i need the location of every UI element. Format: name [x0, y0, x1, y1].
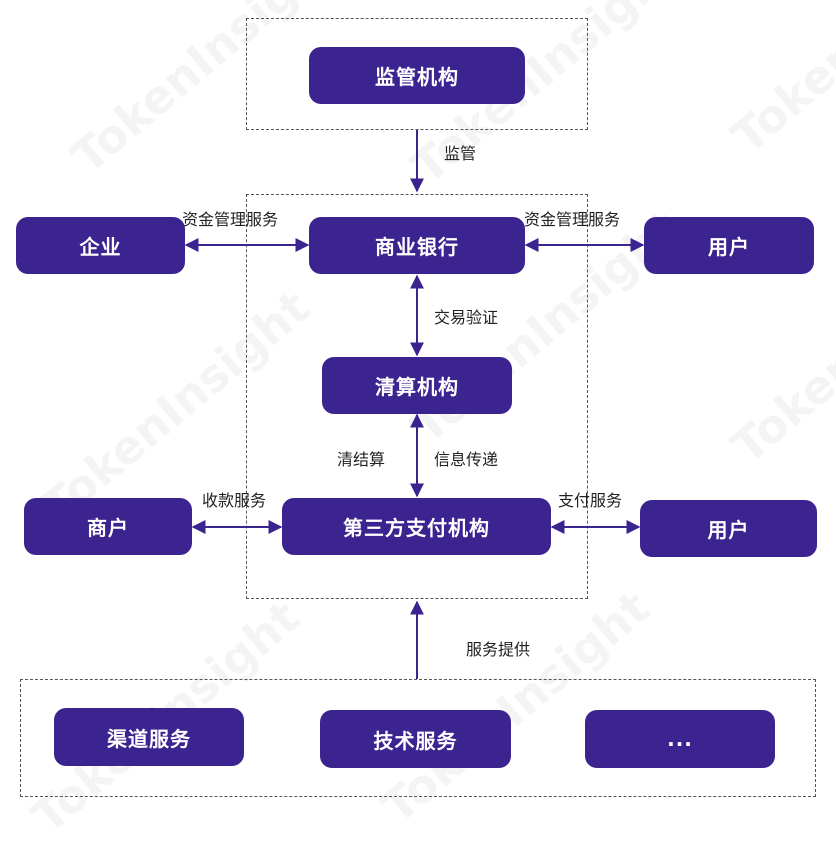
node-enterprise: 企业: [16, 217, 185, 274]
label-supervise: 监管: [444, 144, 477, 163]
node-user-bottom: 用户: [640, 500, 817, 557]
label-settle: 清结算: [337, 450, 386, 469]
node-channel-service: 渠道服务: [54, 708, 244, 766]
node-tech-service: 技术服务: [320, 710, 511, 768]
node-more: ...: [585, 710, 775, 768]
label-fund-mgmt-left: 资金管理服务: [182, 210, 279, 229]
label-collect: 收款服务: [202, 491, 267, 510]
label-fund-mgmt-right: 资金管理服务: [524, 210, 621, 229]
node-third-party: 第三方支付机构: [282, 498, 551, 555]
node-bank: 商业银行: [309, 217, 525, 274]
regulator-frame: [246, 18, 588, 130]
node-clearing: 清算机构: [322, 357, 512, 414]
label-provide: 服务提供: [466, 640, 531, 659]
core-frame: [246, 194, 588, 599]
label-tx-verify: 交易验证: [434, 308, 499, 327]
node-user-top: 用户: [644, 217, 814, 274]
node-regulator: 监管机构: [309, 47, 525, 104]
service-frame: [20, 679, 816, 797]
label-pay: 支付服务: [558, 491, 623, 510]
label-info-pass: 信息传递: [434, 450, 499, 469]
node-merchant: 商户: [24, 498, 192, 555]
watermark: TokenInsight: [721, 0, 836, 164]
